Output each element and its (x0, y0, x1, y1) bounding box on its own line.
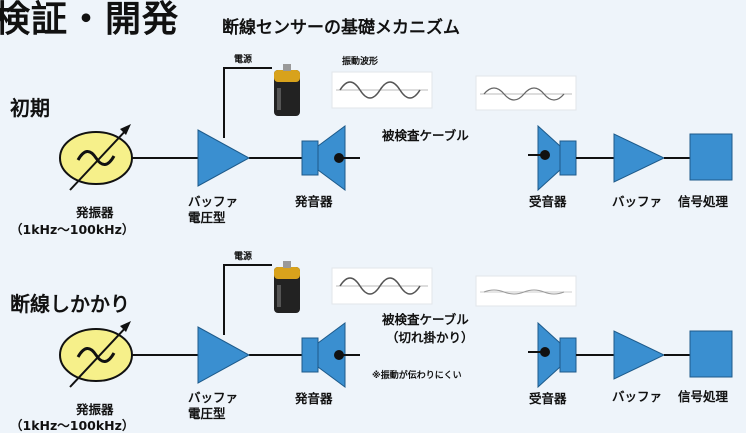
buffer-amplifier (197, 129, 251, 187)
waveform-panel (475, 275, 577, 307)
cable-note: （切れ掛かり） (386, 330, 474, 345)
signal-processing-box (689, 133, 733, 181)
waveform-panel (475, 75, 577, 111)
section-heading-initial: 初期 (10, 96, 50, 120)
sine-glyph (76, 150, 116, 166)
processing-label: 信号処理 (678, 194, 729, 209)
sine-glyph (76, 347, 116, 363)
waveform-label: 振動波形 (342, 57, 379, 67)
buffer-right-label: バッファ (612, 389, 663, 404)
section-initial-graphics (59, 64, 733, 192)
waveform-received (483, 87, 565, 101)
buffer-left-line2: 電圧型 (188, 210, 226, 225)
speaker-cone (317, 322, 346, 388)
battery-icon (274, 64, 300, 116)
waveform-strong (339, 277, 421, 295)
buffer-left-line1: バッファ (188, 390, 239, 405)
tuning-arrow (69, 127, 129, 191)
signal-processing-box (689, 330, 733, 378)
receiver-label: 受音器 (529, 391, 567, 406)
speaker-label: 発音器 (295, 391, 333, 406)
oscillator-range: （1kHz〜100kHz） (10, 418, 135, 433)
buffer-left-line2: 電圧型 (188, 406, 226, 421)
processing-label: 信号処理 (678, 389, 729, 404)
speaker-body (301, 337, 319, 373)
oscillator-range: （1kHz〜100kHz） (10, 222, 135, 237)
waveform-weak (483, 289, 565, 295)
tuning-arrowhead (120, 321, 131, 332)
speaker-cone (317, 125, 346, 191)
buffer-right-label: バッファ (612, 194, 663, 209)
speaker-label: 発音器 (295, 194, 333, 209)
cable-label: 被検査ケーブル (382, 128, 469, 143)
vibration-note: ※振動が伝わりにくい (372, 371, 462, 381)
receiver-body (559, 140, 577, 176)
page-title-fragment: 検証・開発 (0, 0, 180, 40)
receiver-body (559, 337, 577, 373)
section-heading-damaged: 断線しかかり (10, 292, 130, 316)
section-damaged-graphics (59, 261, 733, 389)
tuning-arrowhead (120, 124, 131, 135)
buffer-amplifier (197, 326, 251, 384)
tuning-arrow (69, 324, 129, 388)
battery-icon (274, 261, 300, 313)
diagram-subtitle: 断線センサーの基礎メカニズム (222, 18, 460, 38)
power-wire (223, 67, 272, 138)
buffer-amplifier (613, 133, 666, 183)
buffer-left-line1: バッファ (188, 194, 239, 209)
power-label: 電源 (234, 252, 253, 262)
buffer-amplifier (613, 330, 666, 380)
speaker-body (301, 140, 319, 176)
cable-label: 被検査ケーブル (382, 312, 469, 327)
oscillator-label: 発振器 (76, 205, 114, 220)
oscillator-label: 発振器 (76, 402, 114, 417)
waveform-strong (339, 81, 421, 99)
receiver-label: 受音器 (529, 194, 567, 209)
power-wire (223, 264, 272, 335)
power-label: 電源 (234, 55, 253, 65)
